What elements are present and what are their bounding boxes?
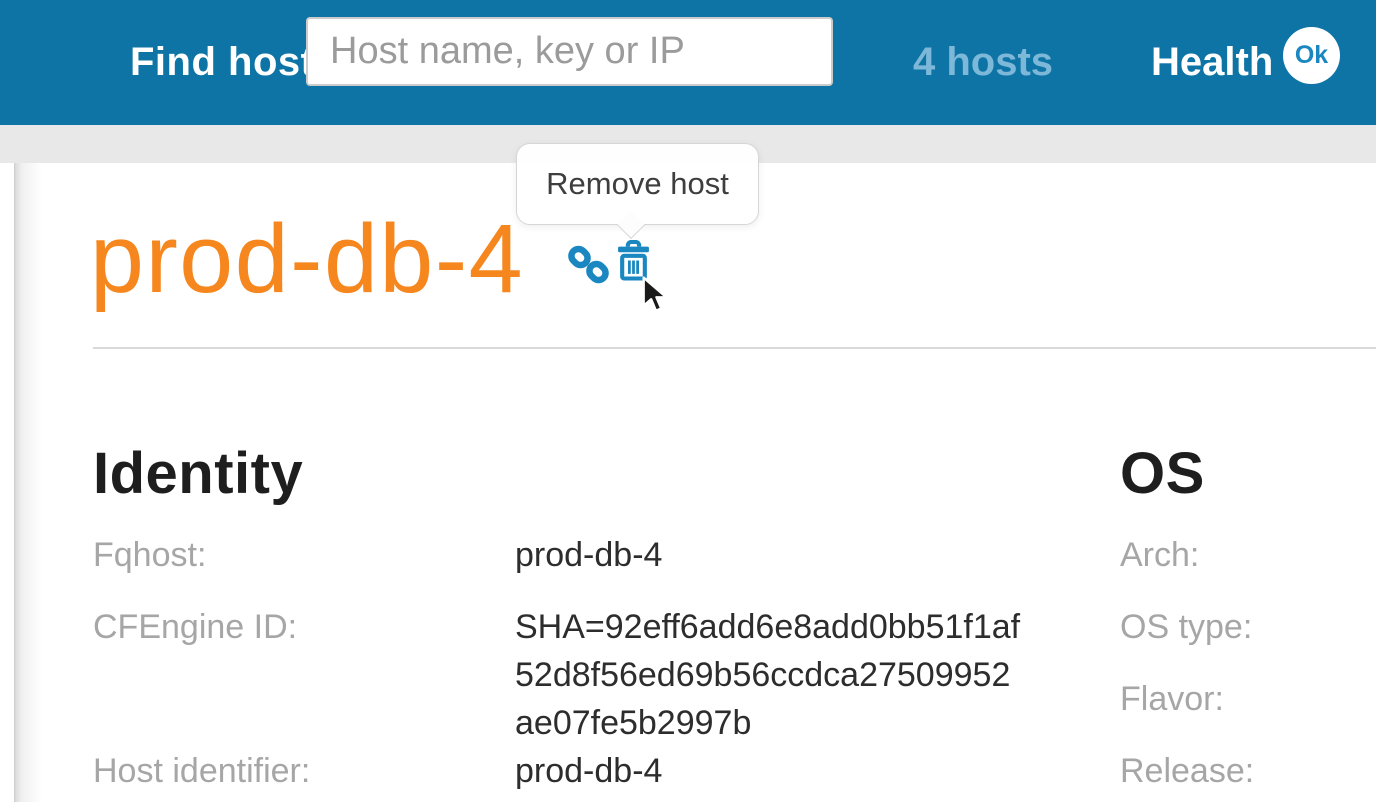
cfengine-id-label: CFEngine ID: [93, 608, 298, 646]
host-title: prod-db-4 [90, 204, 525, 313]
os-row-arch: Arch: [1120, 531, 1376, 579]
os-row-flavor: Flavor: [1120, 675, 1376, 723]
release-label: Release: [1120, 752, 1255, 790]
fqhost-value: prod-db-4 [515, 536, 663, 574]
os-row-os-type: OS type: [1120, 603, 1376, 651]
host-search-input[interactable] [306, 17, 833, 86]
content-panel-left-shadow [14, 163, 42, 802]
hosts-count-link[interactable]: 4 hosts [913, 40, 1054, 84]
cfengine-id-line: ae07fe5b2997b [515, 704, 752, 742]
os-row-release: Release: [1120, 747, 1376, 795]
copy-host-link-button[interactable] [567, 245, 611, 286]
os-type-label: OS type: [1120, 608, 1253, 646]
section-divider [93, 347, 1376, 349]
tooltip-text: Remove host [546, 166, 729, 201]
cfengine-id-line: 52d8f56ed69b56ccdca27509952 [515, 656, 1011, 694]
find-host-label: Find host: [130, 40, 329, 84]
host-identifier-label: Host identifier: [93, 752, 311, 790]
trash-icon [616, 239, 651, 285]
identity-row-fqhost: Fqhost: prod-db-4 [93, 531, 1053, 579]
identity-section: Identity Fqhost: prod-db-4 CFEngine ID: … [93, 441, 1053, 802]
os-section: OS Arch: OS type: Flavor: Release: [1120, 441, 1376, 802]
mouse-cursor-icon [641, 276, 673, 319]
host-identifier-value: prod-db-4 [515, 752, 663, 790]
fqhost-label: Fqhost: [93, 536, 207, 574]
remove-host-button[interactable] [616, 239, 651, 285]
identity-heading: Identity [93, 441, 304, 506]
identity-row-host-identifier: Host identifier: prod-db-4 [93, 747, 1053, 795]
cfengine-id-value: SHA=92eff6add6e8add0bb51f1af 52d8f56ed69… [515, 603, 1053, 747]
top-navbar: Find host: 4 hosts Health Ok [0, 0, 1376, 125]
arch-label: Arch: [1120, 536, 1200, 574]
identity-row-cfengine-id: CFEngine ID: SHA=92eff6add6e8add0bb51f1a… [93, 603, 1053, 747]
remove-host-tooltip: Remove host [516, 143, 759, 240]
os-heading: OS [1120, 441, 1205, 506]
tooltip-caret [616, 210, 646, 240]
flavor-label: Flavor: [1120, 680, 1224, 718]
health-ok-badge[interactable]: Ok [1283, 27, 1340, 84]
health-label: Health [1151, 40, 1274, 84]
cfengine-id-line: SHA=92eff6add6e8add0bb51f1af [515, 608, 1021, 646]
chain-link-icon [567, 245, 611, 286]
